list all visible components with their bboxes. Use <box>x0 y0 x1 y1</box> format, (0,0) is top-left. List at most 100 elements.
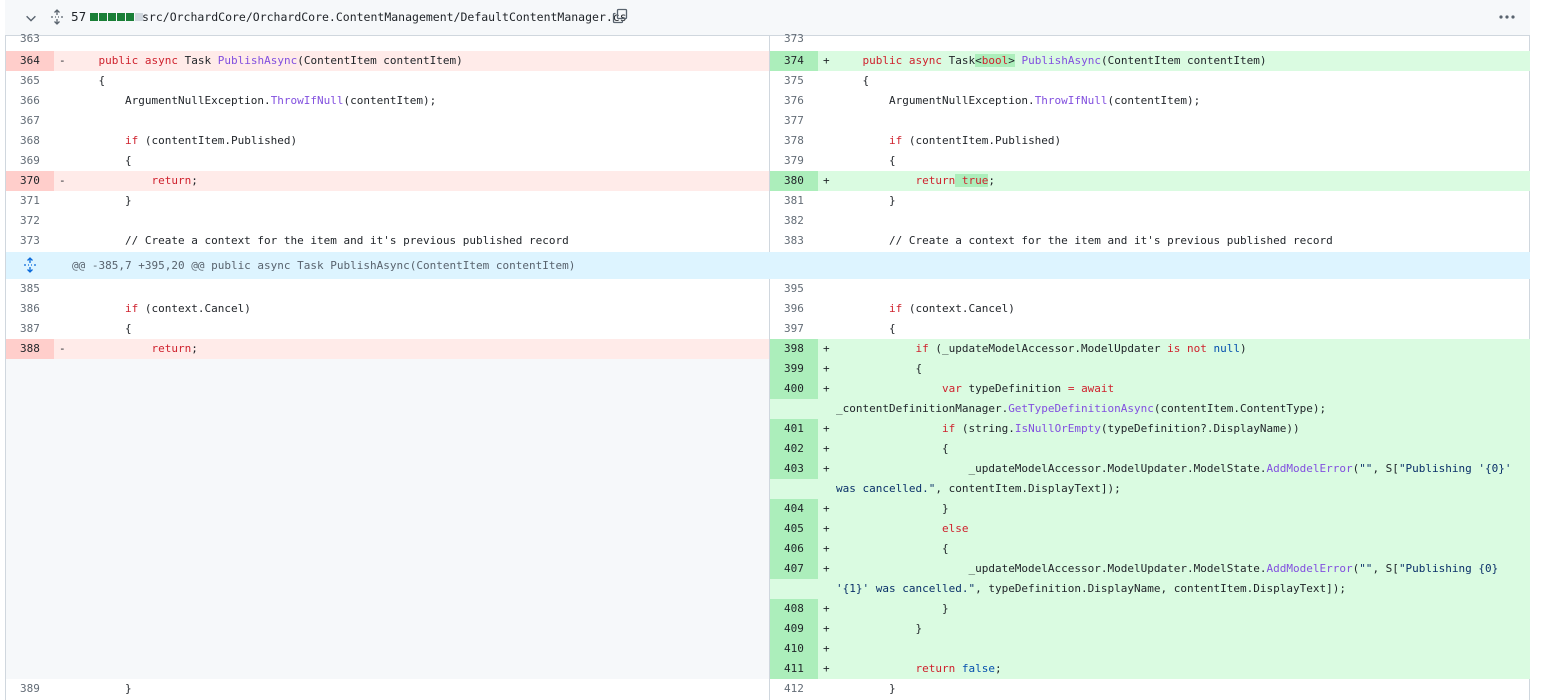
diffstat-block <box>99 13 107 21</box>
addition-background <box>770 339 1530 359</box>
line-number[interactable]: 396 <box>784 302 804 315</box>
code-line: { <box>72 74 106 87</box>
diff-line: 379 { <box>770 151 1530 171</box>
line-number[interactable]: 388 <box>6 339 54 359</box>
diff-line: 376 ArgumentNullException.ThrowIfNull(co… <box>770 91 1530 111</box>
code-line: public async Task<bool> PublishAsync(Con… <box>862 54 1267 67</box>
code-line: { <box>836 74 870 87</box>
code-line: var typeDefinition = await _contentDefin… <box>836 382 1327 415</box>
line-number[interactable]: 373 <box>20 234 40 247</box>
line-number[interactable]: 386 <box>20 302 40 315</box>
line-number[interactable]: 372 <box>20 214 40 227</box>
line-number[interactable]: 387 <box>20 322 40 335</box>
addition-background <box>770 419 1530 439</box>
line-number[interactable]: 369 <box>20 154 40 167</box>
unfold-icon[interactable] <box>49 9 65 25</box>
code-line: } <box>836 194 896 207</box>
deletion-marker: - <box>59 342 66 355</box>
diff-line: 382 <box>770 211 1530 231</box>
line-number[interactable]: 377 <box>784 114 804 127</box>
diff-line-added: 405 + else <box>770 519 1530 539</box>
line-number[interactable]: 400 <box>770 379 818 399</box>
deletion-background <box>6 339 769 359</box>
kebab-horizontal-icon[interactable] <box>1497 10 1517 24</box>
line-number[interactable]: 404 <box>770 499 818 519</box>
addition-marker: + <box>823 382 830 395</box>
addition-background <box>770 659 1530 679</box>
line-number[interactable]: 370 <box>6 171 54 191</box>
code-line: if (_updateModelAccessor.ModelUpdater is… <box>915 342 1247 355</box>
line-number[interactable]: 385 <box>20 282 40 295</box>
line-number[interactable]: 366 <box>20 94 40 107</box>
line-number[interactable]: 408 <box>770 599 818 619</box>
addition-background <box>770 439 1530 459</box>
code-line: public async Task PublishAsync(ContentIt… <box>98 54 463 67</box>
line-number[interactable]: 399 <box>770 359 818 379</box>
line-number[interactable]: 374 <box>770 51 818 71</box>
diffstat-bar <box>90 13 143 21</box>
line-number[interactable]: 382 <box>784 214 804 227</box>
addition-background <box>770 559 1530 599</box>
diff-line-deleted: 388 - return; <box>6 339 769 359</box>
addition-marker: + <box>823 562 830 575</box>
line-number[interactable]: 376 <box>784 94 804 107</box>
line-number[interactable]: 406 <box>770 539 818 559</box>
empty-placeholder <box>6 359 769 679</box>
diff-line: 367 <box>6 111 769 131</box>
line-number[interactable]: 379 <box>784 154 804 167</box>
addition-marker: + <box>823 522 830 535</box>
addition-background <box>770 599 1530 619</box>
diff-line-added: 404 + } <box>770 499 1530 519</box>
line-number[interactable]: 378 <box>784 134 804 147</box>
line-number[interactable]: 380 <box>770 171 818 191</box>
line-number[interactable]: 401 <box>770 419 818 439</box>
addition-background <box>770 499 1530 519</box>
line-number[interactable]: 363 <box>20 32 40 45</box>
line-number[interactable]: 381 <box>784 194 804 207</box>
line-number[interactable]: 371 <box>20 194 40 207</box>
diff-line: 385 <box>6 279 769 299</box>
line-number[interactable]: 383 <box>784 234 804 247</box>
unfold-icon[interactable] <box>22 257 38 273</box>
line-number[interactable]: 411 <box>770 659 818 679</box>
code-line: { <box>836 542 949 555</box>
diff-line-added: 398 + if (_updateModelAccessor.ModelUpda… <box>770 339 1530 359</box>
code-line: _updateModelAccessor.ModelUpdater.ModelS… <box>836 462 1512 495</box>
line-number[interactable]: 395 <box>784 282 804 295</box>
code-line: return; <box>151 342 198 355</box>
line-number[interactable]: 402 <box>770 439 818 459</box>
code-line: { <box>836 322 896 335</box>
line-number[interactable]: 375 <box>784 74 804 87</box>
line-number[interactable]: 373 <box>784 32 804 45</box>
diff-line-added: 407 + _updateModelAccessor.ModelUpdater.… <box>770 559 1530 599</box>
diff-line: 375 { <box>770 71 1530 91</box>
deletion-marker: - <box>59 54 66 67</box>
line-number[interactable]: 364 <box>6 51 54 71</box>
line-number[interactable]: 365 <box>20 74 40 87</box>
line-number[interactable]: 398 <box>770 339 818 359</box>
addition-marker: + <box>823 174 830 187</box>
line-number[interactable]: 407 <box>770 559 818 579</box>
addition-marker: + <box>823 442 830 455</box>
chevron-down-icon[interactable] <box>24 11 38 25</box>
line-number[interactable]: 397 <box>784 322 804 335</box>
line-number[interactable]: 403 <box>770 459 818 479</box>
line-number[interactable]: 412 <box>784 682 804 695</box>
line-number[interactable]: 410 <box>770 639 818 659</box>
file-path[interactable]: src/OrchardCore/OrchardCore.ContentManag… <box>142 10 627 24</box>
line-number[interactable]: 367 <box>20 114 40 127</box>
diff-line: 378 if (contentItem.Published) <box>770 131 1530 151</box>
code-line: { <box>836 442 949 455</box>
diff-line-added: 402 + { <box>770 439 1530 459</box>
line-number[interactable]: 409 <box>770 619 818 639</box>
addition-marker: + <box>823 622 830 635</box>
diff-line: 363 <box>6 29 769 49</box>
line-number[interactable]: 368 <box>20 134 40 147</box>
copy-icon[interactable] <box>612 8 628 24</box>
diffstat-block <box>117 13 125 21</box>
code-line: if (context.Cancel) <box>888 302 1015 315</box>
line-number[interactable]: 405 <box>770 519 818 539</box>
addition-marker: + <box>823 462 830 475</box>
diff-line: 383 // Create a context for the item and… <box>770 231 1530 251</box>
line-number[interactable]: 389 <box>20 682 40 695</box>
